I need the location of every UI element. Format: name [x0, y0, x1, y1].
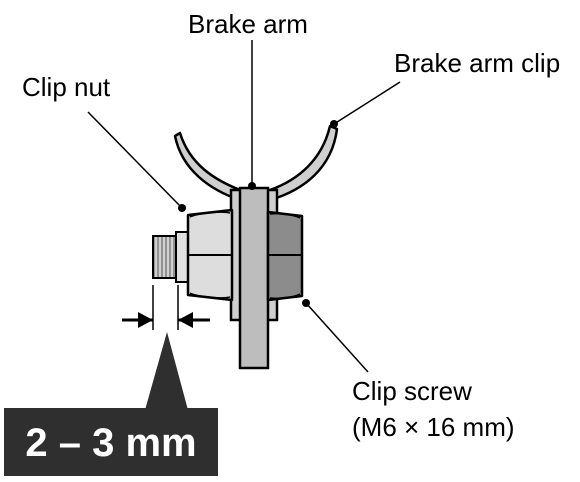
clip-screw-thread [152, 231, 189, 283]
clip-screw-label: Clip screw [352, 376, 472, 406]
brake-arm-label: Brake arm [188, 9, 308, 39]
dimension-indicator [122, 285, 210, 330]
clip-nut-label: Clip nut [22, 72, 111, 102]
clip-screw-head [266, 210, 304, 302]
brake-arm-clip-label: Brake arm clip [394, 48, 560, 78]
leader-lines [87, 40, 401, 373]
dimension-callout: 2 – 3 mm [4, 332, 218, 476]
dimension-value: 2 – 3 mm [25, 421, 196, 465]
brake-arm [238, 186, 270, 370]
clip-nut [186, 208, 234, 302]
clip-screw-size-label: (M6 × 16 mm) [352, 412, 515, 442]
